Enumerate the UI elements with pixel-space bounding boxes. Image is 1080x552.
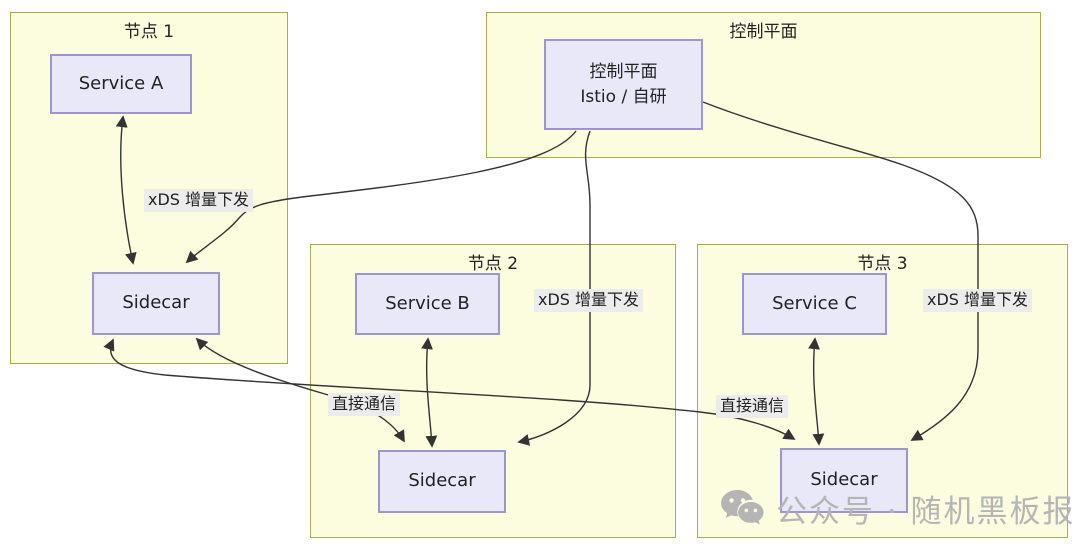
service-b-label: Service B [385, 292, 470, 314]
control-plane-box-subtitle: Istio / 自研 [580, 86, 667, 107]
edge-controlplane-sidecar2-xds [517, 130, 591, 446]
edge-label-direct-node2: 直接通信 [328, 393, 401, 416]
edge-label-xds-node2: xDS 增量下发 [534, 289, 644, 312]
sidecar1-label: Sidecar [122, 292, 190, 314]
node2-title: 节点 2 [467, 254, 519, 274]
edge-serviceA-sidecar1 [115, 115, 137, 265]
edge-controlplane-sidecar3-xds [702, 101, 979, 441]
service-a-label: Service A [78, 72, 164, 94]
edge-label-xds-node3: xDS 增量下发 [923, 289, 1033, 312]
wechat-icon [720, 489, 766, 529]
sidecar3-label: Sidecar [810, 469, 878, 491]
node1-title: 节点 1 [123, 22, 175, 42]
sidecar2-box: Sidecar [378, 450, 506, 513]
sidecar2-label: Sidecar [408, 470, 476, 492]
node3-title: 节点 3 [857, 254, 908, 274]
edge-sidecar1-sidecar3-direct [103, 338, 796, 440]
edge-controlplane-sidecar1-xds [185, 130, 577, 264]
service-b-box: Service B [355, 273, 500, 335]
sidecar1-box: Sidecar [92, 272, 220, 335]
edge-sidecar1-sidecar2-direct [195, 337, 405, 443]
service-c-box: Service C [742, 273, 887, 335]
edge-label-xds-node1: xDS 增量下发 [144, 189, 254, 212]
watermark: 公众号 · 随机黑板报 [720, 486, 1076, 531]
control-plane-title: 控制平面 [729, 22, 798, 42]
edge-label-direct-node3: 直接通信 [716, 395, 789, 418]
watermark-text: 公众号 · 随机黑板报 [776, 494, 1076, 530]
edge-serviceC-sidecar3 [808, 337, 825, 446]
service-a-box: Service A [50, 54, 192, 114]
control-plane-box: 控制平面 Istio / 自研 [544, 39, 703, 130]
service-c-label: Service C [772, 292, 857, 314]
sidecar3-box: Sidecar [780, 448, 908, 513]
control-plane-box-title: 控制平面 [589, 61, 658, 82]
